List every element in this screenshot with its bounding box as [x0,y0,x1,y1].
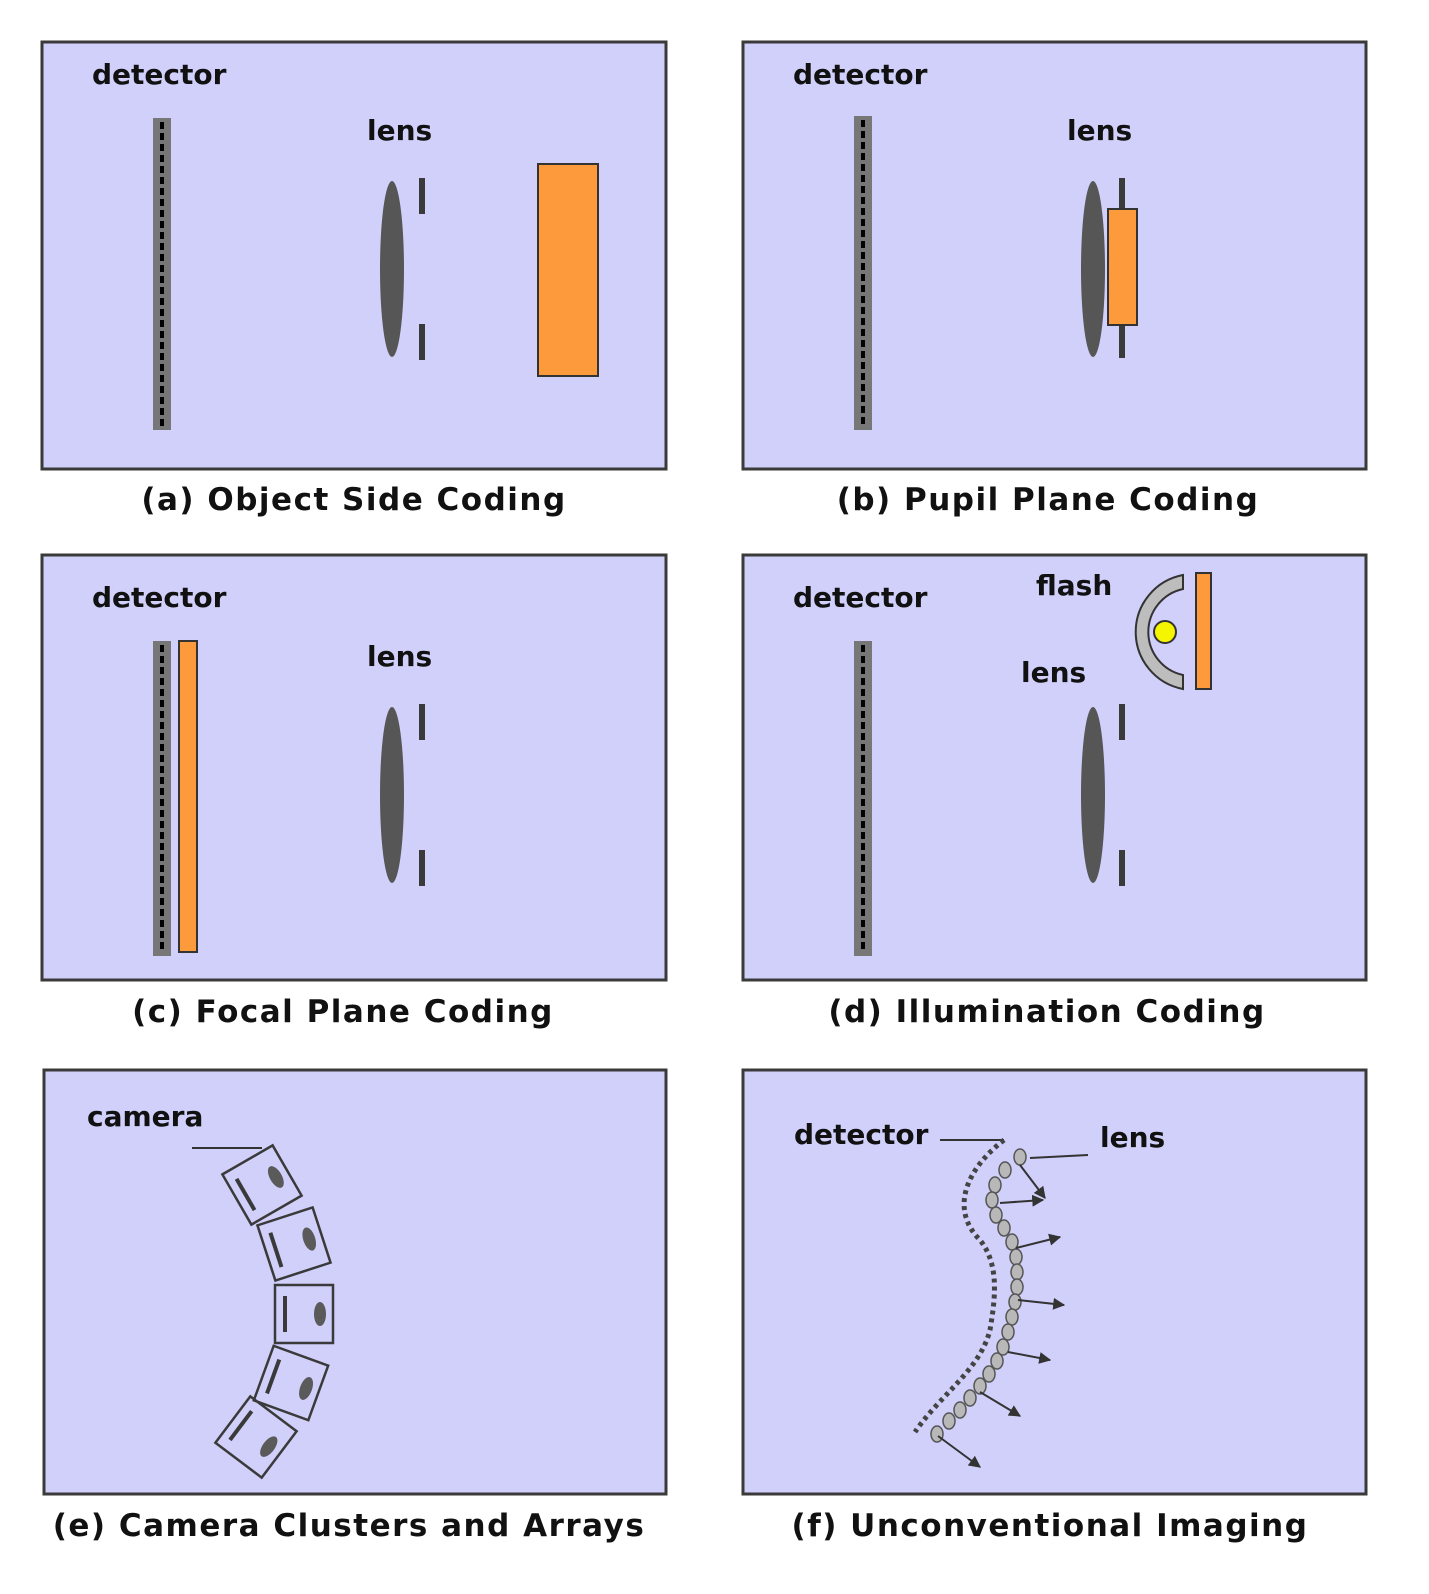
panel-f-ray-arrows [937,1164,1066,1468]
camera-body [273,1283,335,1345]
panel-e-camera-array [213,1143,335,1480]
camera-unit [255,1205,333,1283]
panel-f-detector-label: detector [794,1118,929,1151]
lenslet [1009,1248,1023,1266]
camera-body [220,1143,304,1227]
panel-d-detector [854,641,872,956]
panel-b-detector [854,116,872,430]
lenslet [997,1219,1011,1237]
panel-e-background [42,1068,668,1496]
lenslet [963,1389,977,1407]
panel-b-lens [1081,181,1105,357]
panel-b-background [741,40,1368,471]
panel-a-lens-label: lens [367,114,432,147]
panel-d-flash-bulb [1153,620,1177,644]
panel-b-detector-label: detector [793,58,928,91]
panel-d-caption: (d) Illumination Coding [828,994,1265,1030]
lenslet [942,1412,956,1430]
ray-arrow [999,1194,1045,1207]
panel-c-background [40,553,668,982]
panel-d-background [741,553,1368,982]
ray-arrow [1017,1297,1066,1310]
panel-f-lens-label: lens [1100,1121,1165,1154]
panel-a-lens [380,181,404,357]
lenslet [985,1191,999,1209]
camera-lens [299,1377,314,1400]
lenslet [989,1206,1003,1224]
camera-sensor [234,1177,257,1212]
panel-a: detector lens (a) Object Side Coding [40,40,668,518]
lenslet [973,1377,987,1395]
camera-sensor [228,1409,254,1442]
ray-arrow [1015,1233,1062,1249]
panel-b: detector lens (b) Pupil Plane Coding [741,40,1368,518]
camera-lens [314,1302,326,1326]
panel-a-detector [153,118,171,430]
lenslet [990,1352,1004,1370]
panel-c-caption: (c) Focal Plane Coding [132,994,554,1030]
panel-c-detector [153,641,171,956]
panel-d-flash-label: flash [1036,569,1112,602]
panel-d-lens-label: lens [1021,656,1086,689]
ray-arrow [979,1391,1022,1417]
panel-f-lens-chain [930,1148,1027,1443]
ray-arrow [1007,1351,1052,1364]
camera-unit [220,1143,304,1227]
panel-a-detector-label: detector [92,58,227,91]
panel-d-flash-reflector [1134,573,1184,691]
panel-e: camera (e) Camera Clusters and Arrays [42,1068,668,1544]
panel-c-detector-label: detector [92,581,227,614]
lenslet [1005,1308,1019,1326]
panel-b-pupil-coding-element [1107,208,1138,326]
camera-body [213,1394,299,1480]
camera-unit [273,1283,335,1345]
panel-e-camera-label: camera [87,1100,203,1133]
panel-d-detector-label: detector [793,581,928,614]
panel-c: detector lens (c) Focal Plane Coding [40,553,668,1030]
panel-d-lens [1081,707,1105,883]
panel-b-caption: (b) Pupil Plane Coding [837,482,1260,518]
lenslet [998,1161,1012,1179]
ray-arrow [937,1435,981,1468]
panel-d: detector flash lens (d) Illumination Cod… [741,553,1368,1030]
camera-lens [260,1436,278,1457]
camera-sensor [268,1232,284,1268]
panel-d-illumination-coding-element [1195,572,1212,690]
panel-f-caption: (f) Unconventional Imaging [792,1508,1309,1544]
lenslet [1008,1293,1022,1311]
panel-b-lens-label: lens [1067,114,1132,147]
camera-body [252,1344,330,1422]
lenslet [996,1338,1010,1356]
panel-a-caption: (a) Object Side Coding [141,482,566,518]
lenslet [1010,1263,1024,1281]
panel-e-caption: (e) Camera Clusters and Arrays [53,1508,646,1544]
camera-sensor [265,1358,282,1395]
panel-c-lens [380,707,404,883]
camera-unit [252,1344,330,1422]
panel-c-focal-coding-element [178,640,198,953]
panel-a-object-coding-element [537,163,599,377]
panel-c-lens-label: lens [367,640,432,673]
camera-lens [267,1166,284,1188]
camera-unit [213,1394,299,1480]
panel-f: detector lens (f) Unconventional Imaging [741,1068,1368,1544]
lenslet [1013,1148,1027,1166]
lenslet [988,1176,1002,1194]
camera-body [255,1205,333,1283]
camera-lens [302,1227,317,1251]
lenslet [1001,1323,1015,1341]
lenslet [953,1401,967,1419]
panel-f-lens-leader [1029,1154,1089,1159]
lenslet [1010,1278,1024,1296]
ray-arrow [1019,1164,1046,1199]
lenslet [982,1365,996,1383]
panel-f-background [741,1068,1368,1496]
